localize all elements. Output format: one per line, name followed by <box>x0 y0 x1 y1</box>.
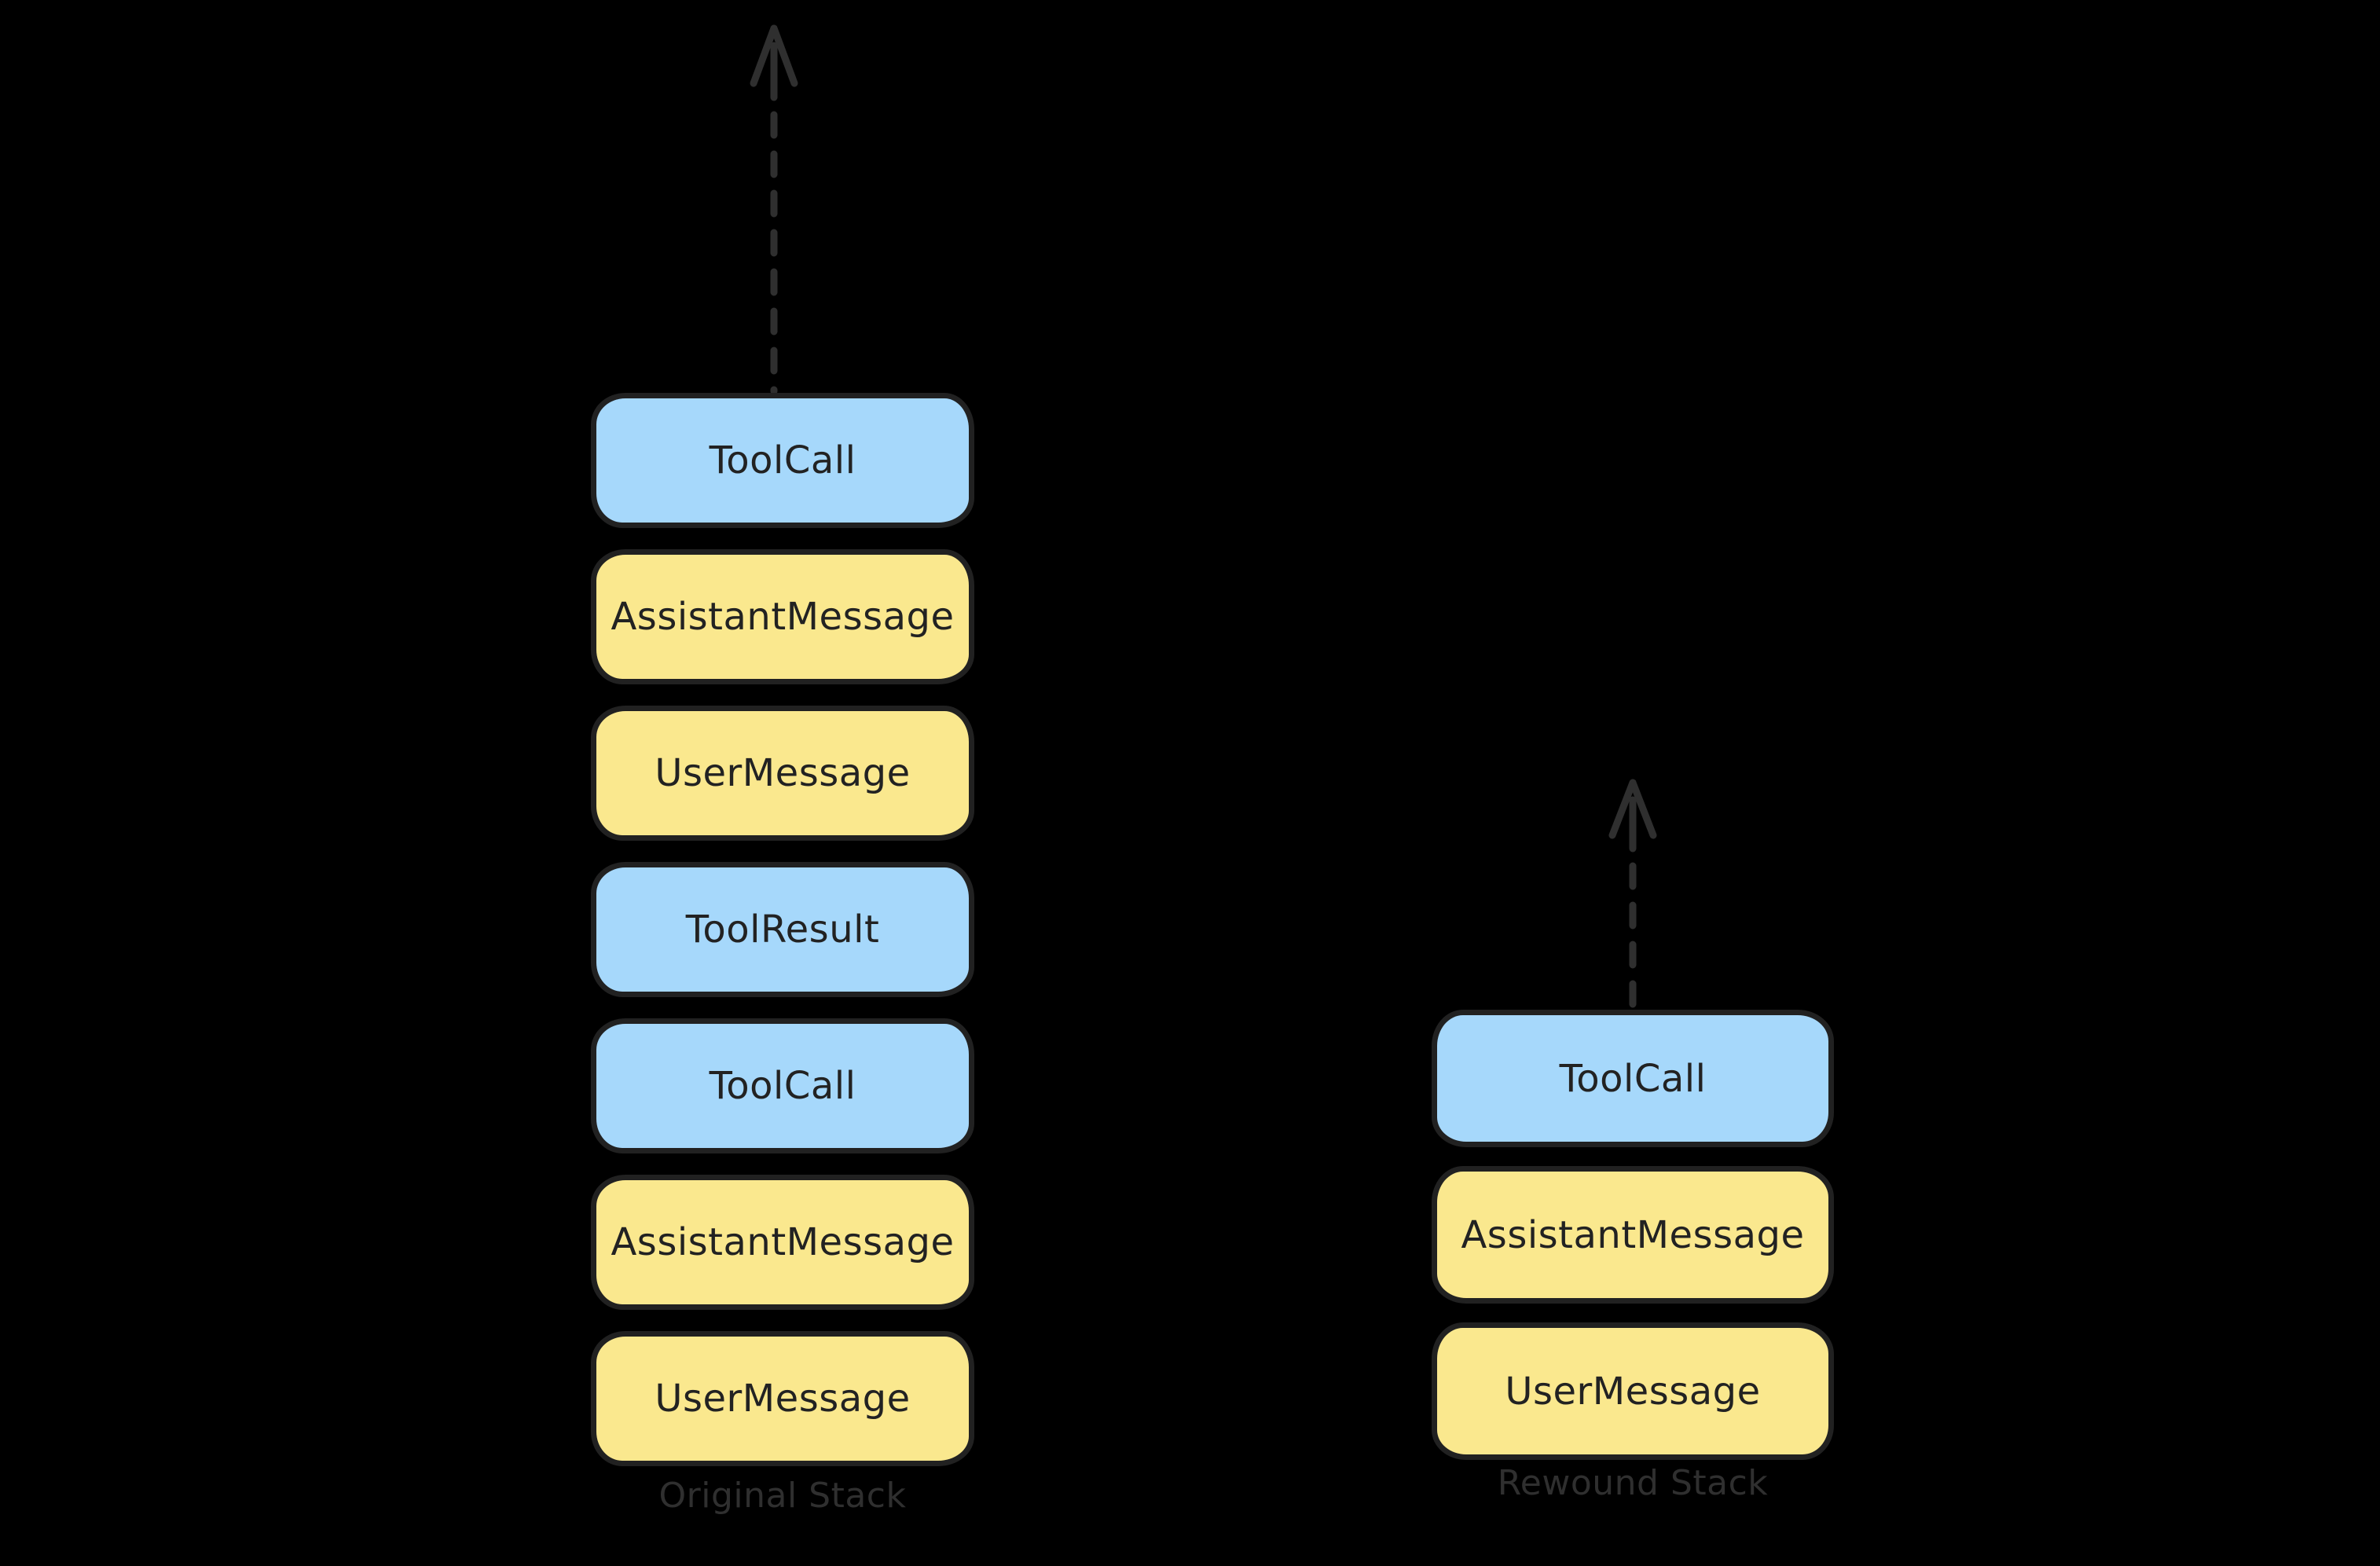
stack-block-toolcall: ToolCall <box>591 393 974 528</box>
stack-block-usermessage: UserMessage <box>591 1331 974 1466</box>
rewound-stack-caption: Rewound Stack <box>1497 1463 1769 1503</box>
stack-block-toolresult: ToolResult <box>591 862 974 997</box>
stack-block-toolcall: ToolCall <box>591 1018 974 1153</box>
stack-block-toolcall: ToolCall <box>1432 1010 1834 1147</box>
stack-block-usermessage: UserMessage <box>1432 1322 1834 1460</box>
stack-block-assistantmessage: AssistantMessage <box>1432 1166 1834 1304</box>
stack-block-usermessage: UserMessage <box>591 706 974 841</box>
stack-block-assistantmessage: AssistantMessage <box>591 549 974 684</box>
dashed-up-arrow-icon <box>750 24 798 395</box>
original-stack-caption: Original Stack <box>658 1476 907 1516</box>
stack-block-assistantmessage: AssistantMessage <box>591 1175 974 1310</box>
dashed-up-arrow-icon <box>1608 779 1657 1010</box>
